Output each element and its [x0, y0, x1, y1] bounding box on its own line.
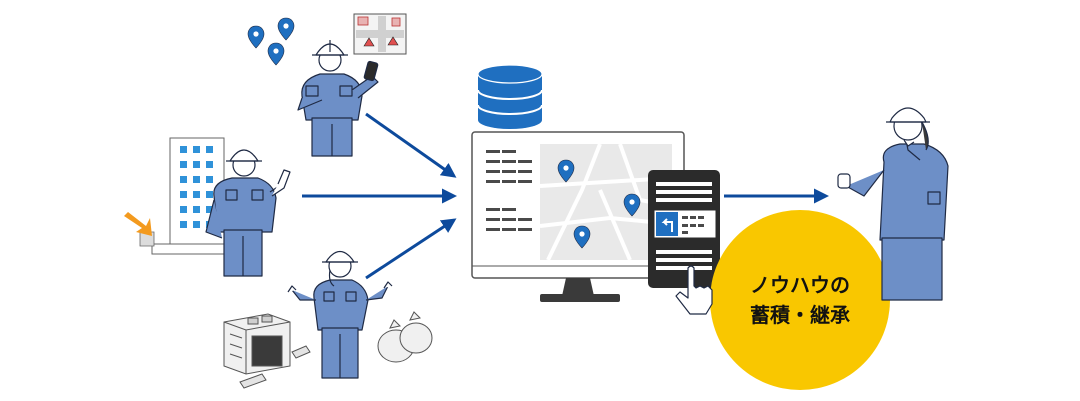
sandbag-icon: [377, 311, 433, 363]
map-pin-icon: [247, 17, 295, 66]
floor-plan-icon: [353, 13, 407, 55]
office-building-icon: [124, 137, 229, 255]
knowhow-badge: ノウハウの 蓄積・継承: [710, 210, 890, 390]
thinking-worker-icon: [837, 107, 949, 301]
database-icon: [477, 64, 543, 129]
hand-cursor-icon: [675, 265, 713, 315]
arrow-right-icon: [302, 112, 829, 280]
worker-with-smartphone-icon: [297, 40, 379, 157]
badge-line2: 蓄積・継承: [750, 303, 850, 327]
tablet-icon: [648, 170, 720, 288]
electrical-cabinet-icon: [223, 313, 311, 389]
orange-marker-icon: [124, 212, 152, 236]
worker-pointing-icon: [205, 149, 291, 277]
worker-explaining-icon: [287, 250, 393, 379]
badge-line1: ノウハウの: [750, 273, 850, 297]
